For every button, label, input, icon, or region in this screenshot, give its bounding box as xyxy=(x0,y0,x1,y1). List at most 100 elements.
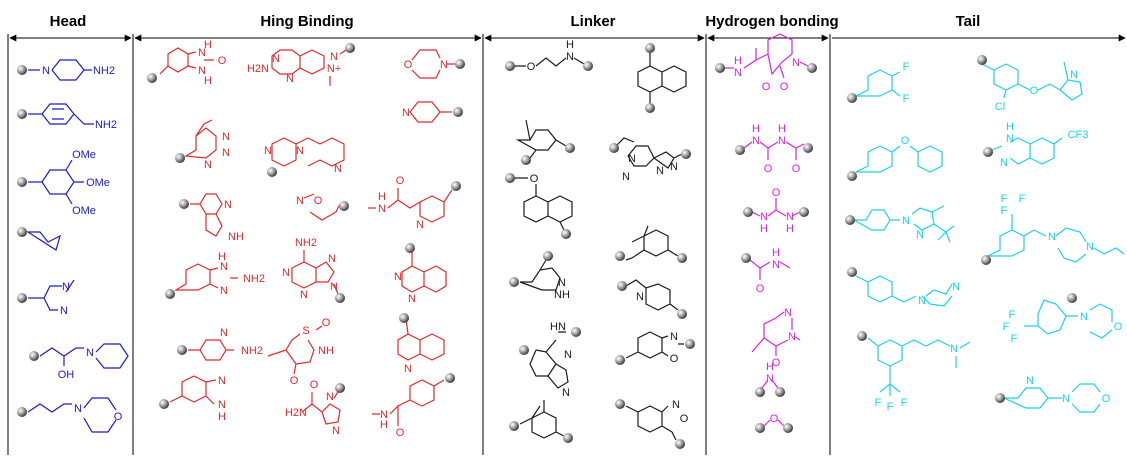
atom-label: O xyxy=(772,187,781,199)
hinge-fragment-12: N N xyxy=(394,243,447,305)
atom-label: F xyxy=(901,397,908,409)
attachment-point xyxy=(615,355,625,365)
atom-label: OMe xyxy=(86,177,110,189)
atom-label: F xyxy=(1003,321,1010,333)
atom-label: N xyxy=(198,47,206,59)
atom-label: N xyxy=(1080,311,1088,323)
atom-label: H xyxy=(734,55,742,67)
atom-label: O xyxy=(396,175,405,187)
atom-label: H xyxy=(380,419,388,431)
attachment-point xyxy=(455,59,465,69)
atom-label: N xyxy=(916,229,924,241)
atom-label: N xyxy=(224,199,232,211)
atom-label: O xyxy=(310,379,319,391)
linker-fragment-12: N O xyxy=(615,399,689,449)
atom-label: N xyxy=(378,203,386,215)
linker-fragment-9: HN N N xyxy=(519,321,581,399)
atom-label: F xyxy=(903,93,910,105)
atom-label: N xyxy=(404,363,412,375)
head-fragment-6: OH N xyxy=(29,343,129,381)
atom-label: N xyxy=(330,51,338,63)
hinge-fragment-18: N H O xyxy=(372,373,455,439)
attachment-point xyxy=(175,153,185,163)
attachment-point xyxy=(609,143,619,153)
attachment-point xyxy=(977,55,987,65)
atom-label: N xyxy=(62,281,70,293)
hinge-fragment-8: N O xyxy=(296,193,349,221)
attachment-point xyxy=(677,253,687,263)
attachment-point xyxy=(615,399,625,409)
hbond-fragment-3: O N H N H xyxy=(743,187,809,235)
atom-label: N xyxy=(440,59,448,71)
atom-label: NH xyxy=(554,289,570,301)
column-hinge: H N O N H H2N N N N+ N O N N xyxy=(147,39,465,439)
tail-fragment-8: F F F N O xyxy=(1003,293,1123,345)
attachment-point xyxy=(677,309,687,319)
atom-label: S xyxy=(302,325,309,337)
atom-label: H xyxy=(752,123,760,135)
atom-label: N xyxy=(1062,393,1070,405)
atom-label: N xyxy=(74,403,82,415)
attachment-point xyxy=(715,63,725,73)
atom-label: O xyxy=(764,163,773,175)
atom-label: NH xyxy=(318,345,334,357)
atom-label: N xyxy=(222,147,230,159)
atom-label: H xyxy=(766,361,774,373)
hbond-fragment-4: O H N xyxy=(741,247,791,295)
atom-label: N xyxy=(296,195,304,207)
atom-label: O xyxy=(762,81,771,93)
atom-label: N xyxy=(264,145,272,157)
atom-label: H2N xyxy=(285,407,307,419)
head-fragment-4 xyxy=(17,227,61,251)
atom-label: O xyxy=(290,375,299,387)
atom-label: O xyxy=(772,357,781,369)
linker-fragment-3 xyxy=(515,119,575,165)
attachment-point xyxy=(645,43,655,53)
atom-label: N xyxy=(786,211,794,223)
atom-label: N xyxy=(402,107,410,119)
atom-label: H xyxy=(204,75,212,87)
attachment-point xyxy=(743,207,753,217)
atom-label: NH2 xyxy=(243,273,265,285)
atom-label: O xyxy=(322,317,331,329)
atom-label: N xyxy=(1086,241,1094,253)
attachment-point xyxy=(509,277,519,287)
atom-label: N xyxy=(326,391,334,403)
hinge-fragment-11: NH2 N N N N xyxy=(282,237,345,303)
atom-label: N xyxy=(380,409,388,421)
attachment-point xyxy=(335,293,345,303)
atom-label: NH2 xyxy=(93,65,115,77)
tail-fragment-3: O xyxy=(847,135,943,181)
head-fragment-2: NH2 xyxy=(17,103,117,131)
atom-label: F xyxy=(875,397,882,409)
attachment-point xyxy=(17,293,27,303)
head-fragment-3: OMe OMe OMe xyxy=(17,149,110,217)
atom-label: N xyxy=(752,135,760,147)
atom-label: NH2 xyxy=(241,345,263,357)
attachment-point xyxy=(543,251,553,261)
attachment-point xyxy=(565,143,575,153)
attachment-point xyxy=(179,199,189,209)
atom-label: N xyxy=(220,261,228,273)
column-hbond: H N O O N H N O N H O O N H N H xyxy=(715,33,817,433)
atom-label: OMe xyxy=(72,205,96,217)
atom-label: F xyxy=(1009,309,1016,321)
atom-label: F xyxy=(1011,333,1018,345)
attachment-point xyxy=(339,201,349,211)
atom-label: N xyxy=(1000,157,1008,169)
hbond-fragment-7: O xyxy=(755,413,793,433)
attachment-point xyxy=(783,423,793,433)
atom-label: N xyxy=(60,305,68,317)
hinge-fragment-9: N O N H xyxy=(368,175,461,231)
atom-label: F xyxy=(1001,193,1008,205)
atom-label: N xyxy=(636,291,644,303)
attachment-point xyxy=(995,393,1005,403)
atom-label: CF3 xyxy=(1068,129,1089,141)
atom-label: N xyxy=(86,347,94,359)
column-header-head: Head xyxy=(50,13,87,30)
atom-label: F xyxy=(887,401,894,413)
atom-label: N xyxy=(564,349,572,361)
atom-label: O xyxy=(792,163,801,175)
column-header-tail: Tail xyxy=(956,13,981,30)
